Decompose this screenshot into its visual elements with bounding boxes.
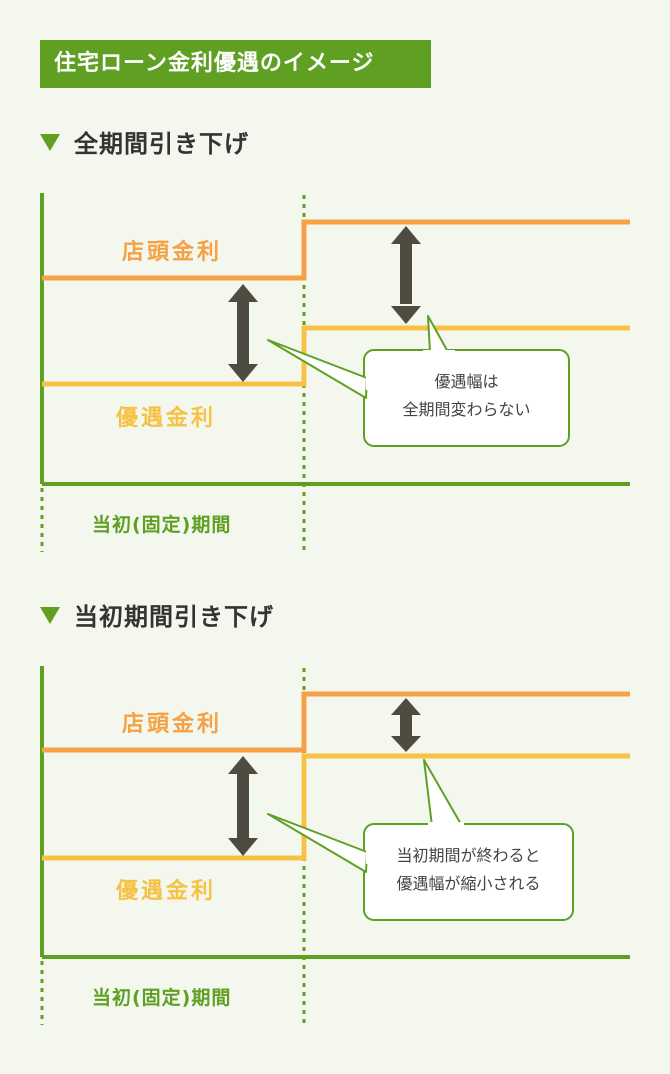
callout-line-1: 優遇幅は <box>434 372 499 391</box>
callout-line-1: 当初期間が終わると <box>396 846 541 865</box>
double-arrow-icon <box>391 226 421 324</box>
initial-period-label: 当初(固定)期間 <box>92 514 232 536</box>
initial-period-label: 当初(固定)期間 <box>92 987 232 1009</box>
preferred-rate-label: 優遇金利 <box>116 879 217 904</box>
preferred-rate-line <box>42 753 630 861</box>
section-heading-label: 当初期間引き下げ <box>74 603 274 631</box>
triangle-down-icon <box>40 607 60 624</box>
preferred-rate-label: 優遇金利 <box>116 406 217 431</box>
section-heading-full-term: 全期間引き下げ <box>40 124 249 159</box>
page-title: 住宅ローン金利優遇のイメージ <box>40 40 431 88</box>
diagram-initial-term <box>40 666 630 1025</box>
callout-bubble <box>267 759 574 921</box>
store-rate-label: 店頭金利 <box>122 712 223 737</box>
store-rate-line <box>42 219 630 281</box>
store-rate-label: 店頭金利 <box>122 240 223 265</box>
section-heading-label: 全期間引き下げ <box>74 130 249 158</box>
section-heading-initial-term: 当初期間引き下げ <box>40 597 274 632</box>
double-arrow-icon <box>391 698 421 752</box>
double-arrow-icon <box>228 756 258 856</box>
callout-bubble <box>267 315 570 447</box>
store-rate-line <box>42 691 630 753</box>
callout-line-2: 全期間変わらない <box>402 400 531 419</box>
callout-text: 当初期間が終わると 優遇幅が縮小される <box>364 842 573 898</box>
callout-line-2: 優遇幅が縮小される <box>396 874 541 893</box>
diagram-full-term <box>40 193 630 552</box>
triangle-down-icon <box>40 134 60 151</box>
callout-text: 優遇幅は 全期間変わらない <box>364 368 569 424</box>
double-arrow-icon <box>228 284 258 382</box>
